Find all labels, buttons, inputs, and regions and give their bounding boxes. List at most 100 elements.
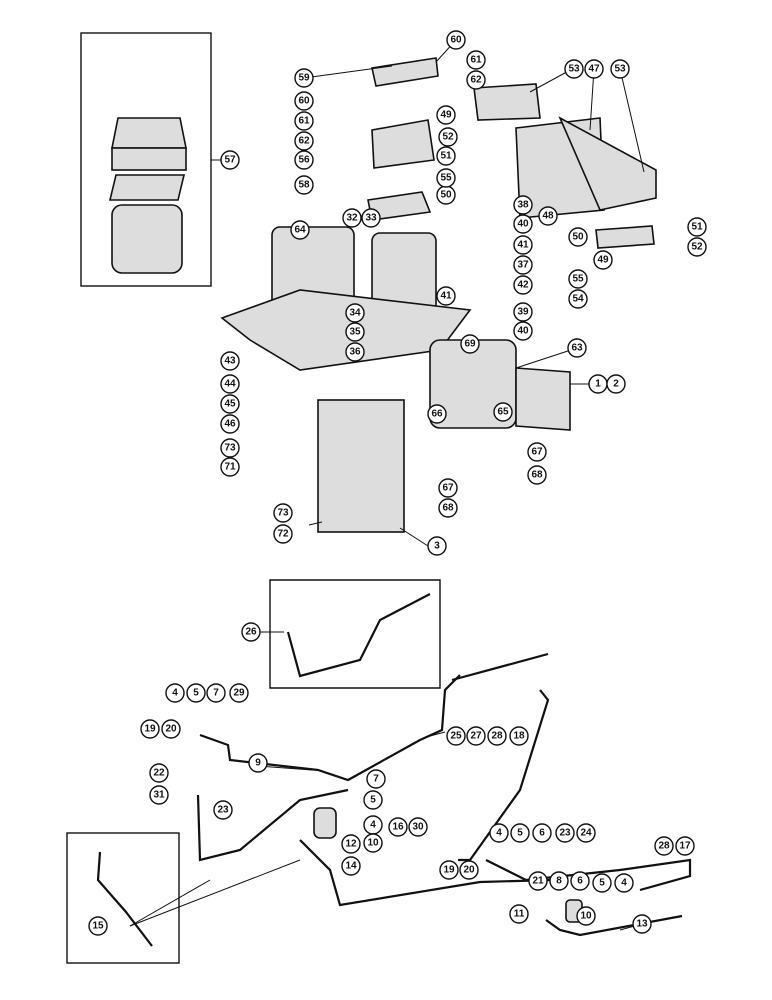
callout: 6 [570,871,590,891]
svg-text:50: 50 [440,190,452,201]
callout: 61 [466,50,486,70]
callout: 53 [564,59,584,79]
callout: 69 [460,334,480,354]
callout: 45 [220,394,240,414]
svg-text:26: 26 [245,627,257,638]
svg-text:59: 59 [298,73,310,84]
svg-text:5: 5 [370,795,376,806]
svg-text:73: 73 [277,508,289,519]
svg-text:65: 65 [497,407,509,418]
svg-text:31: 31 [153,790,165,801]
svg-text:68: 68 [531,470,543,481]
callout: 42 [513,275,533,295]
callout: 12 [341,834,361,854]
svg-text:4: 4 [370,820,376,831]
svg-text:54: 54 [572,294,584,305]
svg-text:34: 34 [349,308,361,319]
callout: 20 [459,860,479,880]
svg-text:66: 66 [431,409,443,420]
svg-text:72: 72 [277,529,289,540]
callout: 18 [509,726,529,746]
callout: 64 [290,220,310,240]
callouts-bottom: 4 5 7 19 20 29 9 22 31 23 25 27 28 18 26… [88,622,695,936]
svg-text:17: 17 [679,841,691,852]
leader-lines [129,39,645,931]
callout: 27 [466,726,486,746]
svg-text:7: 7 [373,774,379,785]
callout: 59 [294,68,314,88]
svg-text:6: 6 [539,828,545,839]
svg-text:8: 8 [556,876,562,887]
callout: 50 [436,185,456,205]
svg-text:32: 32 [346,213,358,224]
callout: 10 [363,833,383,853]
svg-text:56: 56 [298,155,310,166]
svg-text:60: 60 [298,96,310,107]
callout: 28 [487,726,507,746]
svg-text:47: 47 [588,64,600,75]
callout: 23 [213,800,233,820]
battery-illustration [108,117,187,274]
callout: 68 [527,465,547,485]
callout: 57 [220,150,240,170]
callout: 41 [513,235,533,255]
callout: 24 [576,823,596,843]
svg-text:61: 61 [470,55,482,66]
callout: 71 [220,457,240,477]
svg-text:67: 67 [531,447,543,458]
svg-text:13: 13 [636,919,648,930]
callout: 60 [294,91,314,111]
svg-text:48: 48 [542,211,554,222]
svg-text:2: 2 [613,379,619,390]
svg-text:19: 19 [144,724,156,735]
callout: 21 [528,871,548,891]
callout: 39 [513,302,533,322]
callout: 4 [165,683,185,703]
callout: 63 [567,338,587,358]
svg-text:39: 39 [517,307,529,318]
callout: 16 [388,817,408,837]
svg-text:4: 4 [496,828,502,839]
callout: 67 [438,478,458,498]
callout: 56 [294,150,314,170]
svg-text:16: 16 [392,822,404,833]
callout: 47 [584,59,604,79]
callout: 34 [345,303,365,323]
callout: 28 [654,836,674,856]
svg-text:29: 29 [233,688,245,699]
svg-text:49: 49 [440,110,452,121]
svg-text:14: 14 [345,861,357,872]
callout: 41 [436,286,456,306]
svg-text:20: 20 [463,865,475,876]
callout: 17 [675,836,695,856]
svg-text:30: 30 [412,822,424,833]
svg-text:45: 45 [224,399,236,410]
callout: 65 [493,402,513,422]
svg-text:62: 62 [298,136,310,147]
svg-text:23: 23 [559,828,571,839]
svg-text:63: 63 [571,343,583,354]
svg-text:50: 50 [572,232,584,243]
svg-text:20: 20 [165,724,177,735]
svg-text:40: 40 [517,219,529,230]
svg-text:52: 52 [442,132,454,143]
callout: 73 [220,438,240,458]
callout: 13 [632,914,652,934]
svg-text:25: 25 [450,731,462,742]
callout: 4 [363,815,383,835]
svg-text:55: 55 [440,173,452,184]
svg-text:62: 62 [470,75,482,86]
svg-text:24: 24 [580,828,592,839]
callout: 44 [220,374,240,394]
svg-text:19: 19 [443,865,455,876]
svg-text:55: 55 [572,274,584,285]
svg-text:58: 58 [298,180,310,191]
callout: 10 [576,906,596,926]
svg-text:28: 28 [491,731,503,742]
callout: 5 [186,683,206,703]
svg-text:69: 69 [464,339,476,350]
callout: 58 [294,175,314,195]
callout: 55 [436,168,456,188]
callout: 5 [592,873,612,893]
